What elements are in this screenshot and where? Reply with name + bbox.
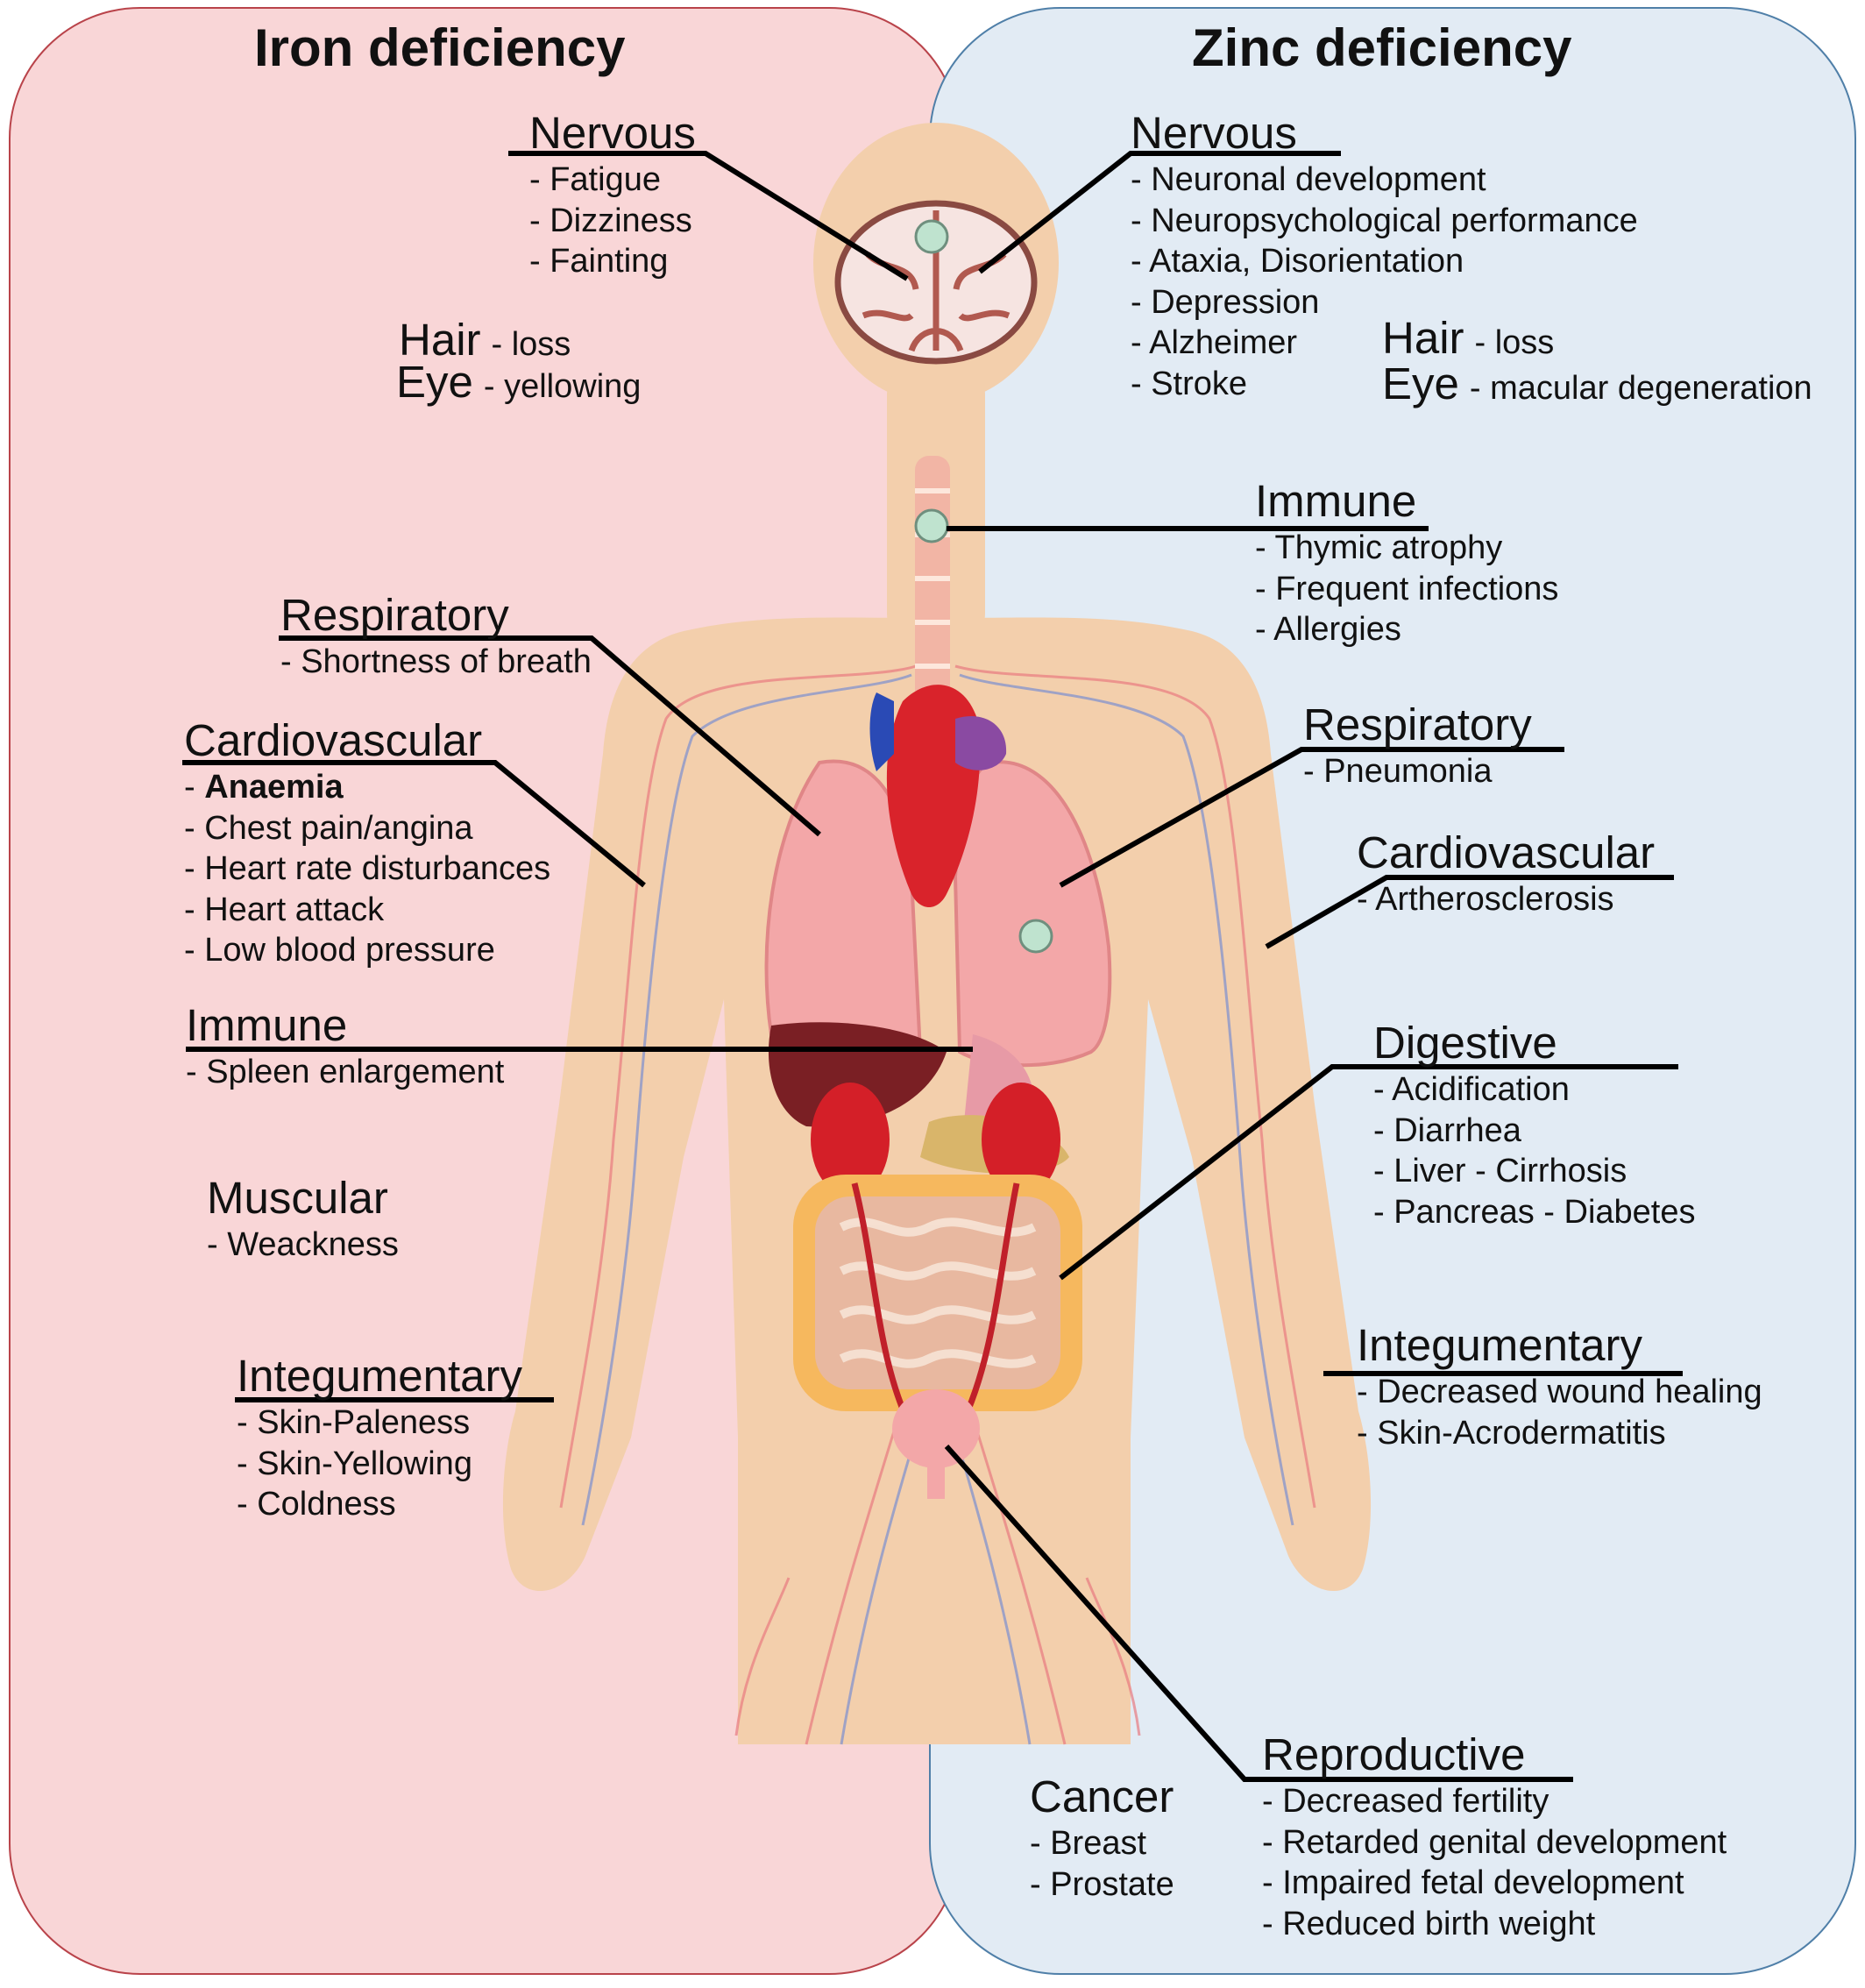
zinc-respiratory-group: Respiratory - Pneumonia	[1303, 699, 1532, 792]
zinc-immune-heading: Immune	[1255, 476, 1417, 526]
list-item: - Chest pain/angina	[184, 809, 473, 847]
iron-muscular-group: Muscular - Weackness	[207, 1172, 399, 1266]
list-item: - Allergies	[1255, 611, 1401, 648]
intestines	[793, 1175, 1082, 1431]
zinc-integumentary-group: Integumentary - Decreased wound healing …	[1357, 1319, 1762, 1453]
zinc-digestive-group: Digestive - Acidification - Diarrhea - L…	[1373, 1017, 1696, 1232]
iron-integumentary-group: Integumentary - Skin-Paleness - Skin-Yel…	[237, 1350, 522, 1525]
list-item: - Alzheimer	[1131, 324, 1298, 361]
anaemia-emphasis: Anaemia	[204, 769, 344, 806]
zinc-cardiovascular-heading: Cardiovascular	[1357, 827, 1656, 877]
iron-cardiovascular-heading: Cardiovascular	[184, 715, 483, 765]
list-item: - Fainting	[529, 243, 669, 280]
iron-hair-detail: - loss	[491, 326, 571, 363]
list-item: - Decreased fertility	[1262, 1783, 1549, 1820]
list-item: - Thymic atrophy	[1255, 529, 1503, 566]
list-item: - Liver - Cirrhosis	[1373, 1153, 1627, 1189]
heart	[869, 685, 1007, 907]
iron-nervous-group: Nervous - Fatigue - Dizziness - Fainting	[529, 107, 696, 282]
iron-cardiovascular-group: Cardiovascular - Anaemia - Chest pain/an…	[184, 714, 550, 971]
iron-respiratory-group: Respiratory - Shortness of breath	[280, 589, 592, 683]
zinc-eye-heading: Eye	[1382, 359, 1459, 408]
list-item: - Coldness	[237, 1486, 396, 1523]
list-item: - Fatigue	[529, 161, 661, 198]
list-item: - Stroke	[1131, 365, 1248, 402]
zinc-cancer-heading: Cancer	[1030, 1771, 1174, 1821]
list-item: - Prostate	[1030, 1865, 1174, 1903]
iron-hair-label: Hair - loss	[399, 317, 571, 362]
zinc-cancer-group: Cancer - Breast - Prostate	[1030, 1771, 1174, 1905]
zinc-reproductive-group: Reproductive - Decreased fertility - Ret…	[1262, 1729, 1727, 1944]
list-item: - Frequent infections	[1255, 570, 1559, 607]
iron-eye-label: Eye - yellowing	[396, 359, 641, 404]
zinc-eye-label: Eye - macular degeneration	[1382, 361, 1812, 406]
brain	[834, 200, 1038, 365]
iron-eye-heading: Eye	[396, 357, 473, 407]
iron-immune-heading: Immune	[186, 1000, 348, 1050]
marker-dots	[914, 219, 1053, 954]
list-item: - Dizziness	[529, 202, 692, 239]
list-item: - Artherosclerosis	[1357, 881, 1614, 918]
zinc-hair-heading: Hair	[1382, 313, 1464, 363]
zinc-immune-group: Immune - Thymic atrophy - Frequent infec…	[1255, 475, 1558, 650]
list-item: - Spleen enlargement	[186, 1054, 505, 1090]
zinc-digestive-heading: Digestive	[1373, 1018, 1557, 1068]
leader-lines	[182, 151, 1683, 1782]
list-item: - Neuronal development	[1131, 161, 1486, 198]
iron-muscular-heading: Muscular	[207, 1173, 388, 1223]
lungs	[764, 759, 1112, 1068]
list-item: - Skin-Acrodermatitis	[1357, 1414, 1666, 1452]
list-item: - Weackness	[207, 1226, 399, 1263]
list-item: - Low blood pressure	[184, 932, 495, 969]
list-item: - Decreased wound healing	[1357, 1374, 1762, 1410]
blood-vessels	[559, 664, 1316, 1745]
list-item: - Ataxia, Disorientation	[1131, 243, 1464, 280]
list-item: - Reduced birth weight	[1262, 1905, 1596, 1942]
list-item: - Anaemia	[184, 769, 344, 806]
list-item: - Neuropsychological performance	[1131, 202, 1638, 239]
iron-eye-detail: - yellowing	[483, 368, 642, 405]
list-item: - Pancreas - Diabetes	[1373, 1193, 1696, 1231]
zinc-nervous-heading: Nervous	[1131, 108, 1297, 158]
list-item: - Heart rate disturbances	[184, 850, 551, 887]
zinc-eye-detail: - macular degeneration	[1469, 370, 1812, 407]
list-item: - Skin-Paleness	[237, 1404, 471, 1441]
iron-respiratory-heading: Respiratory	[280, 590, 509, 640]
list-item: - Impaired fetal development	[1262, 1864, 1684, 1901]
list-item: - Heart attack	[184, 891, 385, 928]
iron-nervous-heading: Nervous	[529, 108, 696, 158]
list-item: - Shortness of breath	[280, 643, 592, 680]
zinc-deficiency-title: Zinc deficiency	[1192, 18, 1572, 77]
zinc-cardiovascular-group: Cardiovascular - Artherosclerosis	[1357, 827, 1655, 920]
iron-integumentary-heading: Integumentary	[237, 1351, 523, 1401]
zinc-reproductive-heading: Reproductive	[1262, 1729, 1526, 1779]
list-item: - Breast	[1030, 1825, 1147, 1862]
iron-hair-heading: Hair	[399, 315, 481, 365]
list-item: - Depression	[1131, 283, 1320, 321]
iron-immune-group: Immune - Spleen enlargement	[186, 999, 504, 1093]
list-item: - Acidification	[1373, 1071, 1570, 1108]
list-item: - Retarded genital development	[1262, 1823, 1727, 1861]
zinc-hair-label: Hair - loss	[1382, 316, 1554, 360]
list-item: - Skin-Yellowing	[237, 1445, 472, 1482]
zinc-nervous-group: Nervous - Neuronal development - Neurops…	[1131, 107, 1638, 404]
zinc-respiratory-heading: Respiratory	[1303, 699, 1532, 749]
zinc-integumentary-heading: Integumentary	[1357, 1320, 1643, 1370]
bladder	[892, 1389, 980, 1499]
kidneys	[811, 1083, 1060, 1196]
list-item: - Diarrhea	[1373, 1111, 1521, 1149]
iron-deficiency-title: Iron deficiency	[254, 18, 626, 77]
list-item: - Pneumonia	[1303, 753, 1493, 790]
zinc-hair-detail: - loss	[1474, 324, 1555, 361]
